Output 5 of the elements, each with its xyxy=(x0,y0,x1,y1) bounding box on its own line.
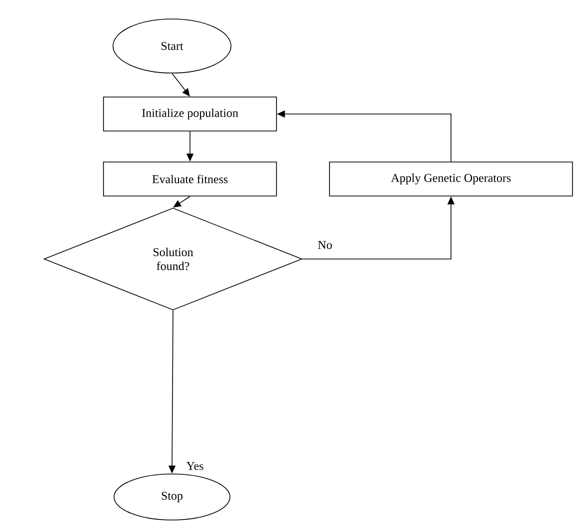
process-box: Initialize population xyxy=(103,96,277,132)
process-box: Apply Genetic Operators xyxy=(329,162,573,196)
process-box: Evaluate fitness xyxy=(103,162,277,196)
edge-label: Yes xyxy=(185,461,205,471)
edge-label: No xyxy=(316,240,334,250)
